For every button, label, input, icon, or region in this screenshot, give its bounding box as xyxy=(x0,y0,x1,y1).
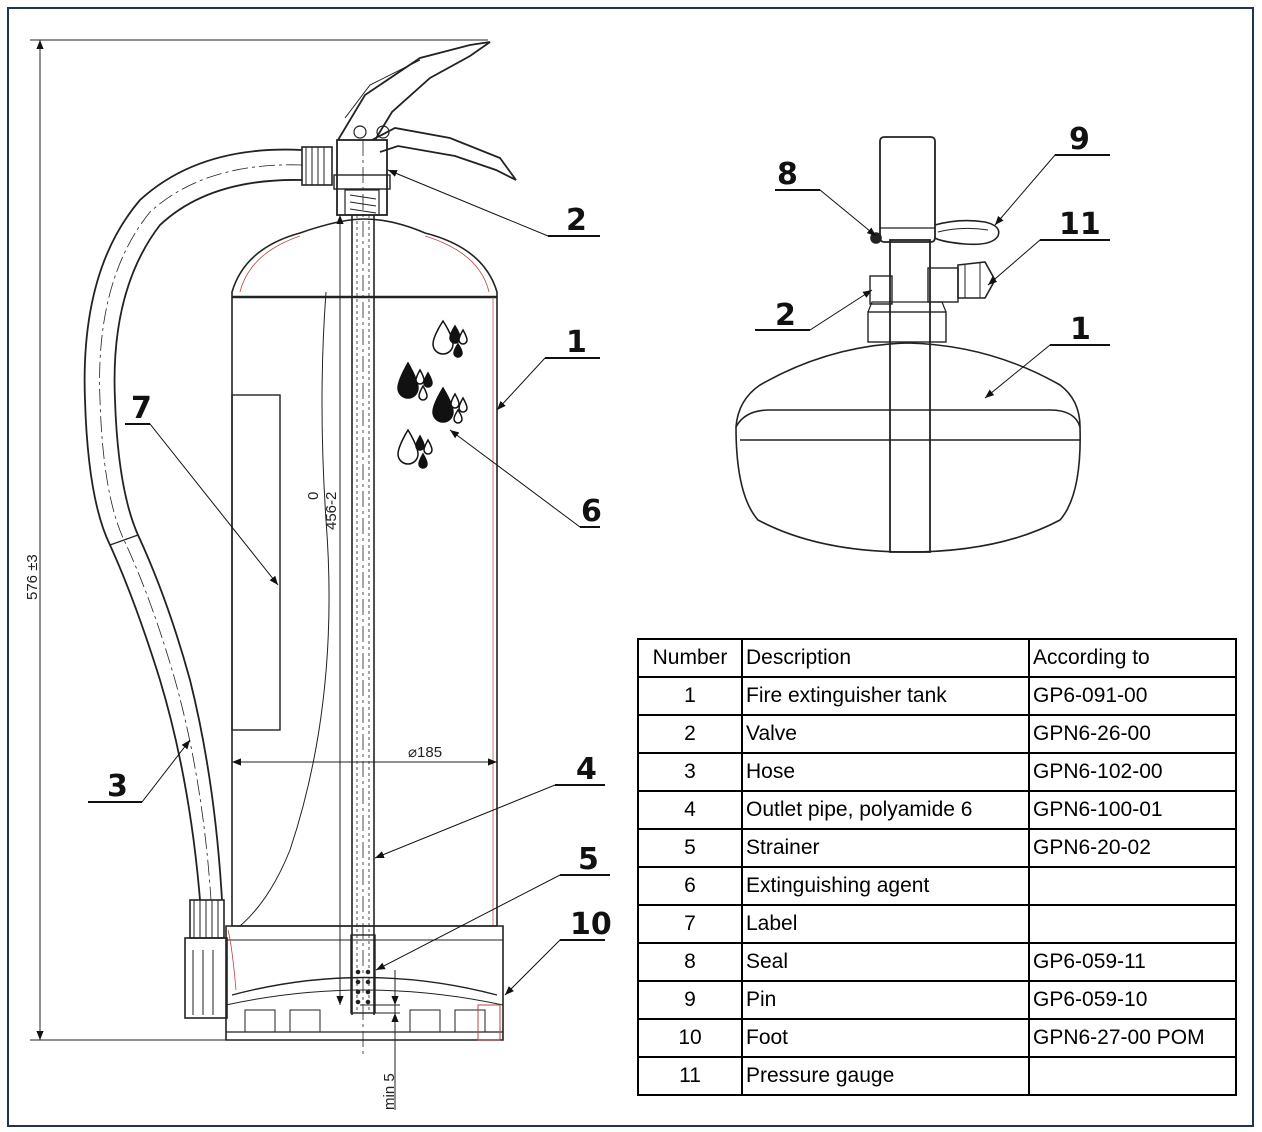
callout-5: 5 xyxy=(578,842,599,877)
table-header-cell: Number xyxy=(637,638,743,678)
hose xyxy=(83,148,303,901)
detail-callout-underlines xyxy=(755,154,1110,346)
dimension-lines xyxy=(30,39,497,1110)
table-cell-description: Seal xyxy=(741,942,1030,982)
table-cell-description: Fire extinguisher tank xyxy=(741,676,1030,716)
table-cell-description: Outlet pipe, polyamide 6 xyxy=(741,790,1030,830)
extinguisher-front-view xyxy=(83,41,517,1055)
drawing-frame xyxy=(7,7,1254,1127)
table-cell-number: 10 xyxy=(637,1018,743,1058)
table-cell-according-to: GPN6-102-00 xyxy=(1028,752,1237,792)
label-area xyxy=(231,394,281,731)
diameter-dimension: ⌀185 xyxy=(408,744,442,761)
table-cell-description: Extinguishing agent xyxy=(741,866,1030,906)
callout-3: 3 xyxy=(107,769,128,804)
table-cell-according-to: GPN6-27-00 POM xyxy=(1028,1018,1237,1058)
pipe-range-bottom-dimension: 456-2 xyxy=(323,492,340,530)
callout-2-main: 2 xyxy=(566,203,587,238)
table-cell-number: 4 xyxy=(637,790,743,830)
foot xyxy=(225,925,504,1041)
table-cell-according-to xyxy=(1028,904,1237,944)
lever-upper xyxy=(337,41,491,141)
table-cell-description: Label xyxy=(741,904,1030,944)
height-dimension: 576 ±3 xyxy=(24,554,41,600)
tank-outline xyxy=(231,218,498,927)
callout-6: 6 xyxy=(581,494,602,529)
table-cell-according-to: GPN6-26-00 xyxy=(1028,714,1237,754)
callout-7: 7 xyxy=(131,391,152,426)
lever-lower xyxy=(371,127,517,181)
table-cell-description: Pressure gauge xyxy=(741,1056,1030,1096)
min-clearance-dimension: min 5 xyxy=(381,1073,398,1110)
callout-4: 4 xyxy=(576,752,597,787)
table-cell-description: Hose xyxy=(741,752,1030,792)
table-cell-number: 8 xyxy=(637,942,743,982)
table-cell-number: 1 xyxy=(637,676,743,716)
table-header-cell: According to xyxy=(1028,638,1237,678)
callout-8: 8 xyxy=(777,157,798,192)
table-cell-description: Valve xyxy=(741,714,1030,754)
leader-lines xyxy=(88,169,610,996)
callout-1-main: 1 xyxy=(566,325,587,360)
extinguisher-detail-view xyxy=(735,136,1081,553)
table-cell-number: 7 xyxy=(637,904,743,944)
callout-11: 11 xyxy=(1059,207,1101,242)
table-cell-according-to: GP6-059-11 xyxy=(1028,942,1237,982)
table-cell-according-to xyxy=(1028,866,1237,906)
pipe-range-top-dimension: 0 xyxy=(305,492,322,500)
table-cell-number: 6 xyxy=(637,866,743,906)
table-cell-according-to: GPN6-20-02 xyxy=(1028,828,1237,868)
table-cell-number: 5 xyxy=(637,828,743,868)
strainer xyxy=(350,934,376,1014)
table-cell-according-to xyxy=(1028,1056,1237,1096)
table-cell-number: 11 xyxy=(637,1056,743,1096)
droplet-pictogram xyxy=(397,319,468,469)
callout-underlines xyxy=(88,235,610,941)
table-cell-number: 3 xyxy=(637,752,743,792)
table-cell-according-to: GPN6-100-01 xyxy=(1028,790,1237,830)
callout-2-detail: 2 xyxy=(775,298,796,333)
callout-1-detail: 1 xyxy=(1070,312,1091,347)
table-cell-description: Pin xyxy=(741,980,1030,1020)
table-cell-number: 2 xyxy=(637,714,743,754)
callout-10: 10 xyxy=(570,907,612,942)
table-cell-number: 9 xyxy=(637,980,743,1020)
table-header-cell: Description xyxy=(741,638,1030,678)
table-cell-according-to: GP6-059-10 xyxy=(1028,980,1237,1020)
table-cell-description: Strainer xyxy=(741,828,1030,868)
callout-9: 9 xyxy=(1069,122,1090,157)
table-cell-according-to: GP6-091-00 xyxy=(1028,676,1237,716)
table-cell-description: Foot xyxy=(741,1018,1030,1058)
